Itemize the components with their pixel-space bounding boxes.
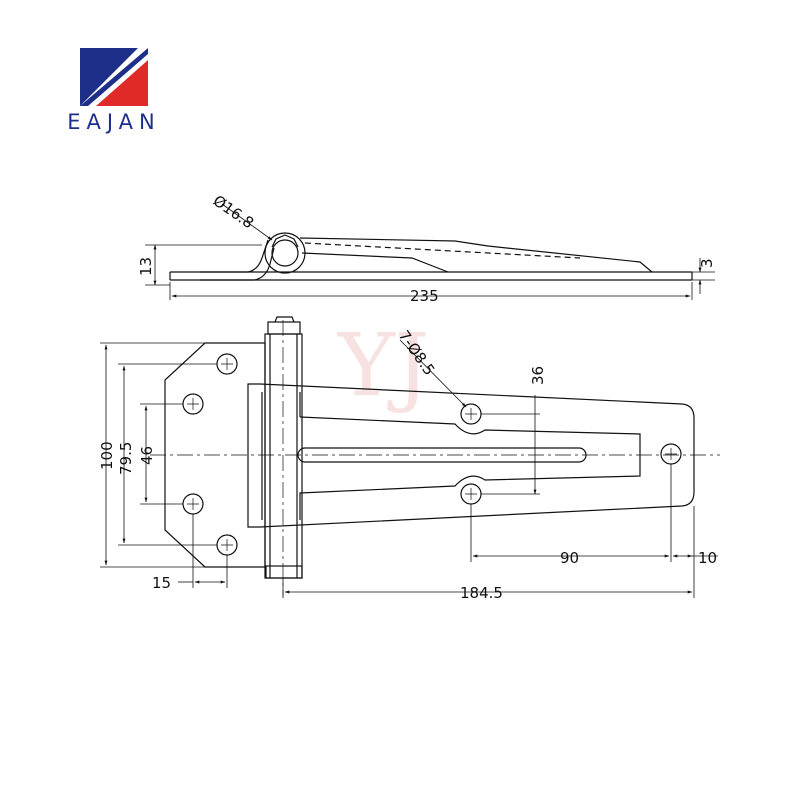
side-view xyxy=(145,203,715,300)
dim-end-offset: 10 xyxy=(698,549,717,567)
dim-inner-hole-spacing: 46 xyxy=(138,446,156,465)
dim-overall-length: 235 xyxy=(410,287,439,305)
dim-slot-hole-spacing: 36 xyxy=(529,366,547,385)
dim-hole-offset: 15 xyxy=(152,574,171,592)
dim-thickness-total: 13 xyxy=(137,257,155,276)
eajan-logo-icon xyxy=(80,48,148,106)
watermark-text: YJ xyxy=(337,316,429,416)
front-view xyxy=(100,316,720,598)
dim-leaf-length: 184.5 xyxy=(460,584,503,602)
dim-pin-diameter: Ø16.8 xyxy=(210,192,257,233)
dim-outer-hole-spacing: 79.5 xyxy=(117,442,135,475)
dim-plate-thickness: 3 xyxy=(698,258,716,268)
dim-leaf-height: 100 xyxy=(98,441,116,470)
brand-name: EAJAN xyxy=(67,110,161,134)
dim-hole-distance: 90 xyxy=(560,549,579,567)
